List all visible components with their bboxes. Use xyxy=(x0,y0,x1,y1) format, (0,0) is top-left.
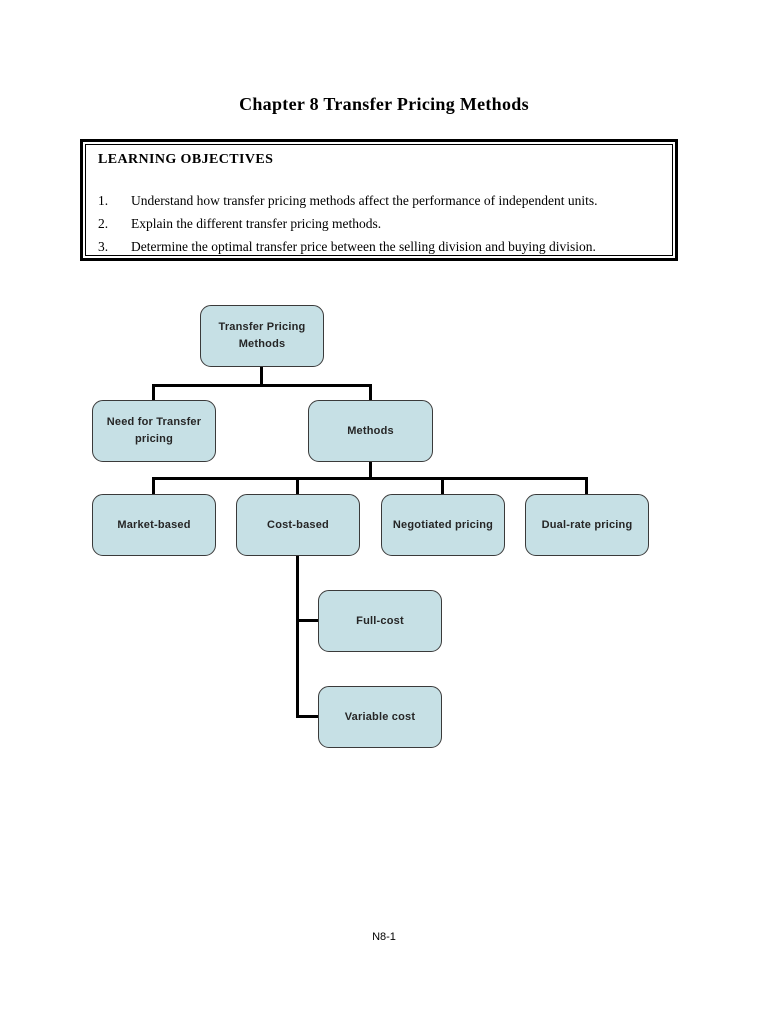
connector-variablecost-stub xyxy=(296,715,320,718)
connector-methods-down xyxy=(369,462,372,480)
page-number: N8-1 xyxy=(372,931,396,943)
node-methods: Methods xyxy=(308,400,433,462)
objective-number: 3. xyxy=(98,239,109,254)
node-market-based: Market-based xyxy=(92,494,216,556)
connector-fullcost-stub xyxy=(296,619,320,622)
learning-objectives-heading: LEARNING OBJECTIVES xyxy=(98,152,274,167)
page-title: Chapter 8 Transfer Pricing Methods xyxy=(239,94,529,114)
objective-number: 1. xyxy=(98,193,109,208)
objective-number: 2. xyxy=(98,216,109,231)
connector-cost-down xyxy=(296,556,299,718)
connector-cost-drop xyxy=(296,477,299,495)
node-variable-cost: Variable cost xyxy=(318,686,442,748)
node-negotiated-pricing: Negotiated pricing xyxy=(381,494,505,556)
connector-l1-hbar xyxy=(152,384,372,387)
connector-dual-drop xyxy=(585,477,588,495)
connector-root-down xyxy=(260,366,263,386)
connector-l2-hbar xyxy=(152,477,588,480)
node-cost-based: Cost-based xyxy=(236,494,360,556)
connector-nego-drop xyxy=(441,477,444,495)
connector-need-drop xyxy=(152,384,155,401)
node-full-cost: Full-cost xyxy=(318,590,442,652)
objective-item: 1. Understand how transfer pricing metho… xyxy=(98,189,660,212)
connector-methods-drop xyxy=(369,384,372,401)
learning-objectives-list: 1. Understand how transfer pricing metho… xyxy=(98,189,660,258)
learning-objectives-inner: LEARNING OBJECTIVES 1. Understand how tr… xyxy=(85,144,673,256)
objective-text: Understand how transfer pricing methods … xyxy=(131,193,598,208)
objective-text: Determine the optimal transfer price bet… xyxy=(131,239,596,254)
node-dual-rate-pricing: Dual-rate pricing xyxy=(525,494,649,556)
objective-text: Explain the different transfer pricing m… xyxy=(131,216,382,231)
node-need-for-transfer-pricing: Need for Transfer pricing xyxy=(92,400,216,462)
objective-item: 2. Explain the different transfer pricin… xyxy=(98,212,660,235)
connector-market-drop xyxy=(152,477,155,495)
node-transfer-pricing-methods: Transfer Pricing Methods xyxy=(200,305,324,367)
objective-item: 3. Determine the optimal transfer price … xyxy=(98,235,660,258)
learning-objectives-box: LEARNING OBJECTIVES 1. Understand how tr… xyxy=(80,139,678,261)
